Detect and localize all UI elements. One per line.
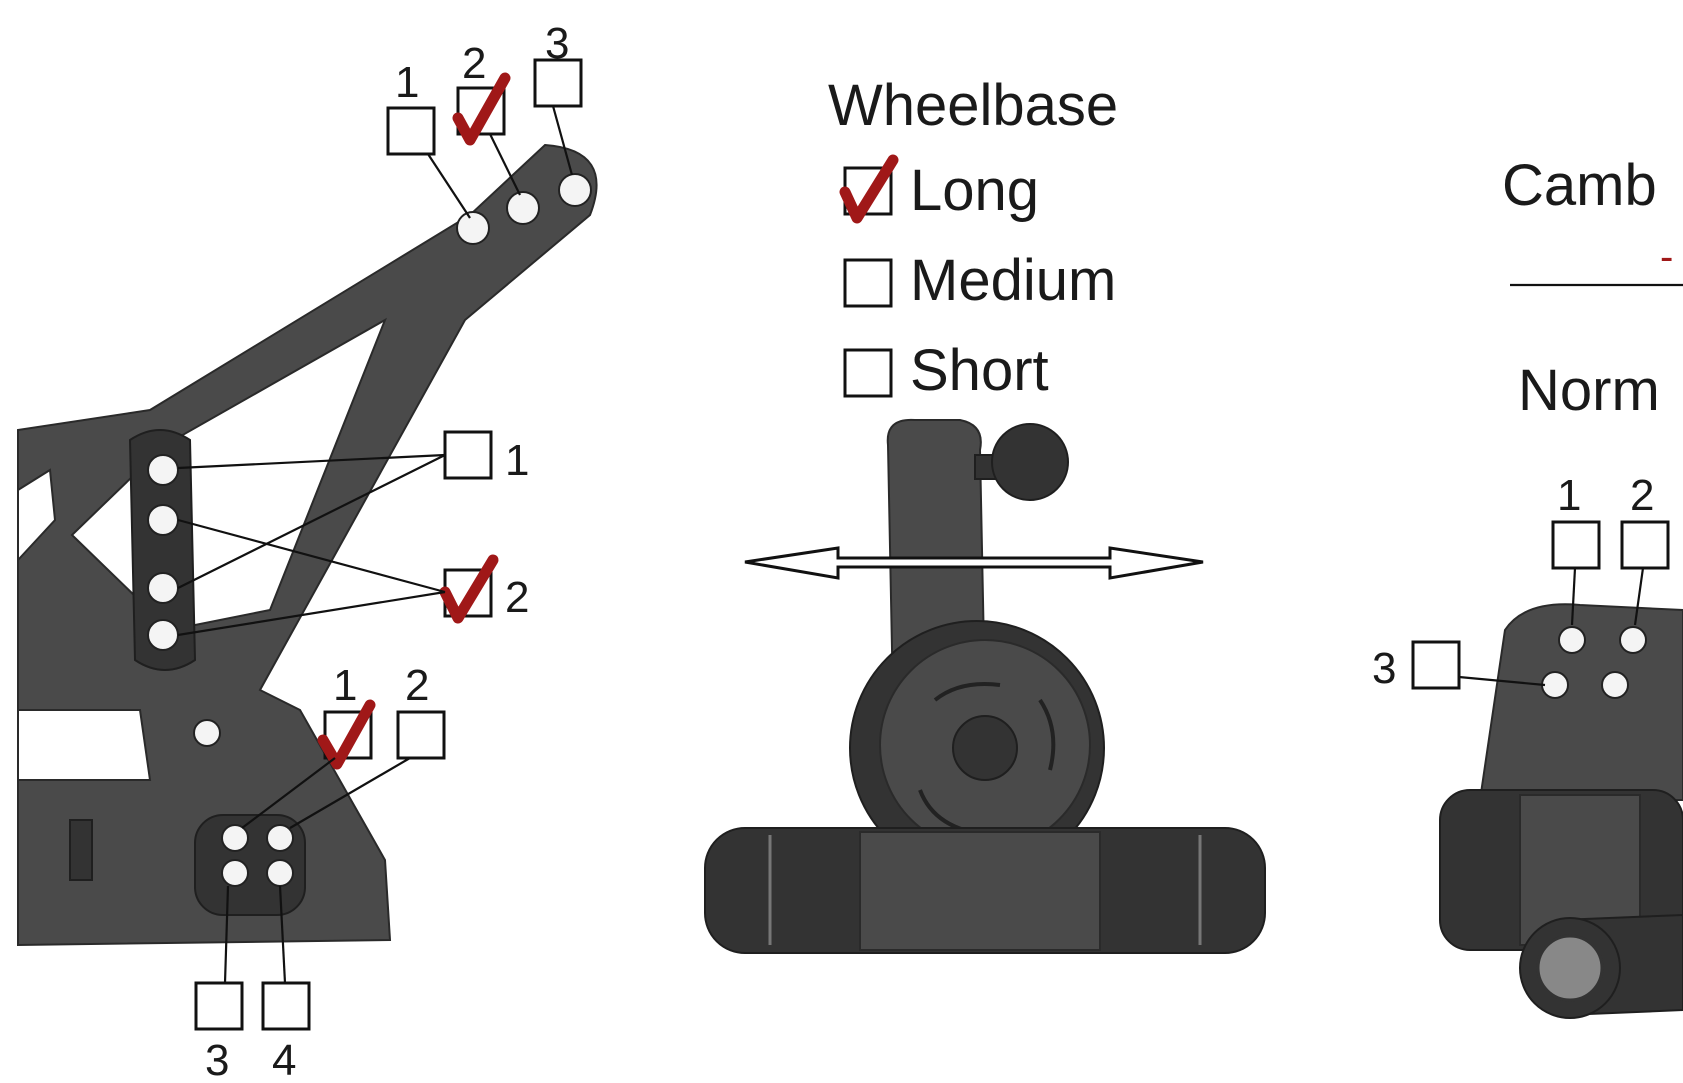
top-hole-1-label: 1	[395, 58, 419, 107]
top-hole-2-checkmark-icon	[452, 72, 511, 146]
mid-hole-1-checkbox[interactable]	[443, 430, 493, 480]
camber-value-fragment: -	[1660, 235, 1673, 279]
mid-hole-2-checkmark-icon	[439, 554, 499, 624]
wheelbase-long-label: Long	[910, 158, 1039, 223]
top-hole-2	[506, 191, 540, 225]
bottom-hole-4-label: 4	[272, 1036, 296, 1083]
top-hole-1	[456, 211, 490, 245]
top-hole-selector: 1 2 3	[386, 19, 583, 219]
bottom-hole-3-label: 3	[205, 1036, 229, 1083]
top-hole-1-checkbox[interactable]	[386, 106, 436, 156]
wheelbase-long-checkmark-icon	[839, 154, 899, 224]
top-hole-3-checkbox[interactable]	[533, 58, 583, 108]
camber-hole-3-label: 3	[1372, 644, 1396, 693]
wheelbase-short-checkbox[interactable]	[843, 348, 893, 398]
wheelbase-medium-label: Medium	[910, 248, 1116, 313]
wheelbase-short-label: Short	[910, 338, 1049, 403]
camber-panel: Camb - Norm 1 2 3	[1372, 153, 1683, 1019]
bottom-upper-selector: 1 2	[241, 661, 446, 829]
bottom-hole-3-checkbox[interactable]	[194, 981, 244, 1031]
wheelbase-option-medium[interactable]: Medium	[843, 248, 1116, 313]
wheelbase-medium-checkbox[interactable]	[843, 258, 893, 308]
wheel-hub-part	[704, 418, 1266, 954]
mid-hole-2-label: 2	[505, 573, 529, 622]
camber-mode-label: Norm	[1518, 358, 1660, 423]
wheelbase-option-long[interactable]: Long	[839, 154, 1039, 224]
camber-title: Camb	[1502, 153, 1657, 218]
camber-hole-1-checkbox[interactable]	[1551, 520, 1601, 570]
top-hole-3	[558, 173, 592, 207]
wheelbase-option-short[interactable]: Short	[843, 338, 1049, 403]
bottom-hole-1-checkmark-icon	[317, 699, 376, 770]
bottom-hole-4-checkbox[interactable]	[261, 981, 311, 1031]
left-bracket-part	[17, 143, 598, 947]
camber-hole-1-label: 1	[1557, 471, 1581, 520]
bottom-lower-selector: 3 4	[194, 885, 311, 1083]
camber-hole-3-checkbox[interactable]	[1411, 640, 1461, 690]
wheelbase-panel: Wheelbase Long Medium Short	[828, 73, 1118, 403]
bottom-hole-1-label: 1	[333, 661, 357, 710]
mid-hole-selector: 1 2	[177, 430, 529, 637]
bottom-hole-2-checkbox[interactable]	[396, 710, 446, 760]
wheelbase-title: Wheelbase	[828, 73, 1118, 138]
top-hole-2-label: 2	[462, 39, 486, 88]
camber-hole-2-checkbox[interactable]	[1620, 520, 1670, 570]
bottom-hole-2-label: 2	[405, 661, 429, 710]
camber-hole-2-label: 2	[1630, 471, 1654, 520]
double-arrow-icon	[744, 546, 1204, 580]
mid-hole-1-label: 1	[505, 436, 529, 485]
